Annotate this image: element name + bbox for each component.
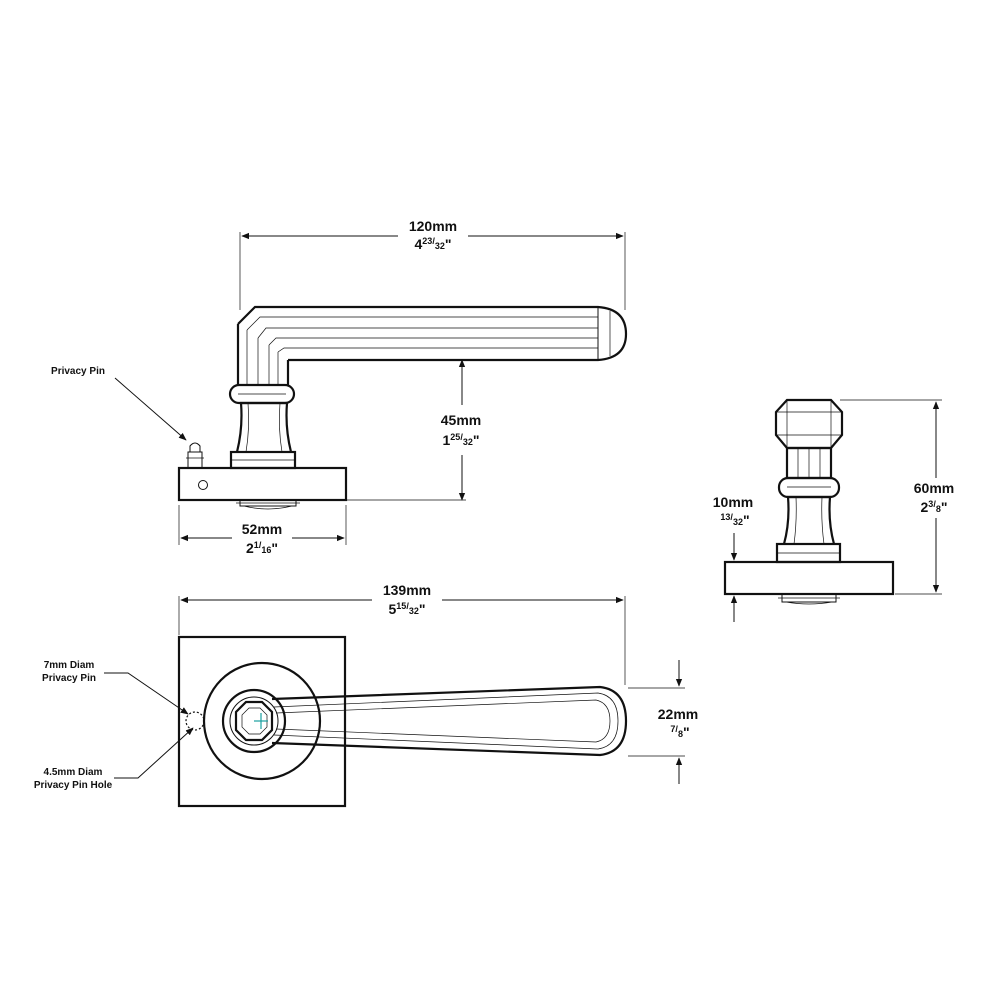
plan-view xyxy=(177,635,628,808)
lever-arm-side xyxy=(237,305,628,362)
neck-ring-outer xyxy=(221,688,287,754)
dim-120mm-imperial: 423/32" xyxy=(415,236,452,252)
pin-hole-top xyxy=(185,711,205,731)
callout-pin-diameter: 7mm Diam Privacy Pin xyxy=(42,660,189,715)
dim-52mm-metric: 52mm xyxy=(242,521,282,537)
neck-octagon xyxy=(234,700,274,742)
dimension-total-length: 139mm 515/32" xyxy=(178,580,626,685)
dim-60mm-imperial: 23/8" xyxy=(921,499,948,515)
center-mark xyxy=(254,713,268,729)
flared-neck-end xyxy=(782,495,836,545)
collar-ring xyxy=(228,383,296,405)
lever-head-end xyxy=(774,398,844,450)
dim-52mm-imperial: 21/16" xyxy=(246,540,278,556)
dim-22mm-metric: 22mm xyxy=(658,706,698,722)
rose-plate-side xyxy=(177,466,348,502)
dim-120mm-metric: 120mm xyxy=(409,218,457,234)
side-elevation-view xyxy=(177,305,628,510)
dim-60mm-metric: 60mm xyxy=(914,480,954,496)
spindle-end xyxy=(778,594,840,605)
dimension-lever-height: 45mm 125/32" xyxy=(346,359,490,501)
dim-139mm-imperial: 515/32" xyxy=(389,601,426,617)
lever-upright xyxy=(236,324,290,385)
pin-hole-side xyxy=(198,480,208,490)
dimension-rose-thickness: 10mm 13/32" xyxy=(713,494,753,622)
dimension-lever-width: 22mm 7/8" xyxy=(628,660,698,784)
dim-45mm-metric: 45mm xyxy=(441,412,481,428)
dim-10mm-imperial: 13/32" xyxy=(720,512,749,528)
label-pin-diam-1: 7mm Diam xyxy=(44,660,95,671)
rose-plate-top xyxy=(177,635,347,808)
lever-plan xyxy=(271,685,628,757)
label-pin-hole-2: Privacy Pin Hole xyxy=(34,780,113,791)
flared-neck xyxy=(235,401,293,453)
callout-pin-hole: 4.5mm Diam Privacy Pin Hole xyxy=(34,727,194,791)
dimension-rose-width: 52mm 21/16" xyxy=(178,505,347,560)
dim-10mm-metric: 10mm xyxy=(713,494,753,510)
collar-ring-end xyxy=(777,476,841,499)
dimension-overall-height: 60mm 23/8" xyxy=(840,399,964,595)
label-privacy-pin: Privacy Pin xyxy=(51,366,105,377)
dimension-lever-length: 120mm 423/32" xyxy=(239,216,626,310)
dim-139mm-metric: 139mm xyxy=(383,582,431,598)
rose-plate-end xyxy=(723,560,895,596)
privacy-pin-knob xyxy=(186,442,204,469)
label-pin-diam-2: Privacy Pin xyxy=(42,673,96,684)
spindle-side xyxy=(236,500,300,510)
dim-45mm-imperial: 125/32" xyxy=(443,432,480,448)
callout-privacy-pin: Privacy Pin xyxy=(51,366,187,441)
dim-22mm-imperial: 7/8" xyxy=(670,724,689,740)
label-pin-hole-1: 4.5mm Diam xyxy=(44,767,103,778)
end-elevation-view xyxy=(723,398,895,605)
